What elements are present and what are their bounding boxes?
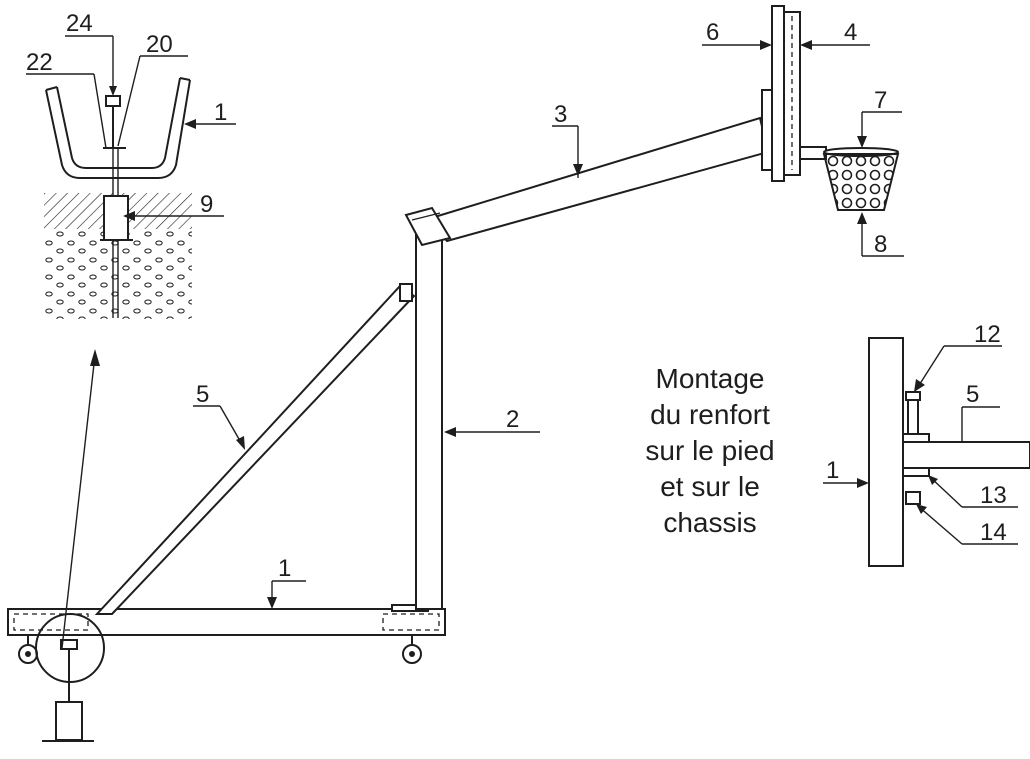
bolt-head-24 [105, 95, 121, 107]
caption-line-3: sur le pied [645, 435, 774, 466]
label-12: 12 [974, 321, 1001, 348]
label-5-bracket: 5 [966, 381, 979, 408]
backboard-mount [761, 89, 773, 171]
caption-line-5: chassis [663, 507, 756, 538]
frame-channel-inner [56, 77, 181, 169]
label-14: 14 [980, 519, 1007, 546]
upper-bracket [902, 433, 930, 443]
base-frame [7, 608, 446, 636]
wheel-right [402, 635, 422, 664]
label-6: 6 [706, 19, 719, 46]
label-5-strut: 5 [196, 381, 209, 408]
diagonal-strut [94, 284, 416, 615]
nut-14 [905, 491, 921, 505]
detail-strut [902, 441, 1030, 469]
pivot-cap [404, 206, 452, 247]
label-4: 4 [844, 19, 857, 46]
label-8: 8 [874, 231, 887, 258]
label-13: 13 [980, 482, 1007, 509]
vertical-post [415, 232, 443, 610]
label-1-foot: 1 [214, 99, 227, 126]
caption-line-2: du renfort [650, 399, 770, 430]
backboard [783, 11, 801, 176]
wheel-left [18, 635, 38, 664]
lower-bracket [902, 467, 930, 477]
caption-line-4: et sur le [660, 471, 760, 502]
mounting-caption: Montage du renfort sur le pied et sur le… [645, 363, 774, 538]
label-24: 24 [66, 10, 93, 37]
label-1-frame: 1 [278, 555, 291, 582]
foot-anchor-detail [44, 77, 192, 319]
part-labels: 24 20 22 1 9 3 6 4 7 8 5 2 1 12 5 1 13 1… [26, 10, 1007, 582]
boom-arm [426, 116, 770, 243]
label-9: 9 [200, 191, 213, 218]
label-3: 3 [554, 101, 567, 128]
anchor-block [55, 701, 83, 741]
label-7: 7 [874, 87, 887, 114]
detail-post [868, 337, 904, 567]
label-1-bracket: 1 [826, 457, 839, 484]
ground-sleeve-9 [103, 195, 129, 241]
net [822, 153, 900, 211]
caption-line-1: Montage [656, 363, 765, 394]
frame-channel-outer [45, 79, 191, 179]
backboard-front [771, 5, 785, 182]
label-20: 20 [146, 31, 173, 58]
bracket-mounting-detail [868, 337, 1030, 567]
label-22: 22 [26, 49, 53, 76]
basketball-stand [7, 5, 900, 742]
label-2: 2 [506, 406, 519, 433]
bolt-12 [907, 399, 919, 435]
rim-bracket [799, 146, 827, 160]
strut-bracket [399, 283, 413, 302]
leader-lines [26, 35, 1018, 609]
